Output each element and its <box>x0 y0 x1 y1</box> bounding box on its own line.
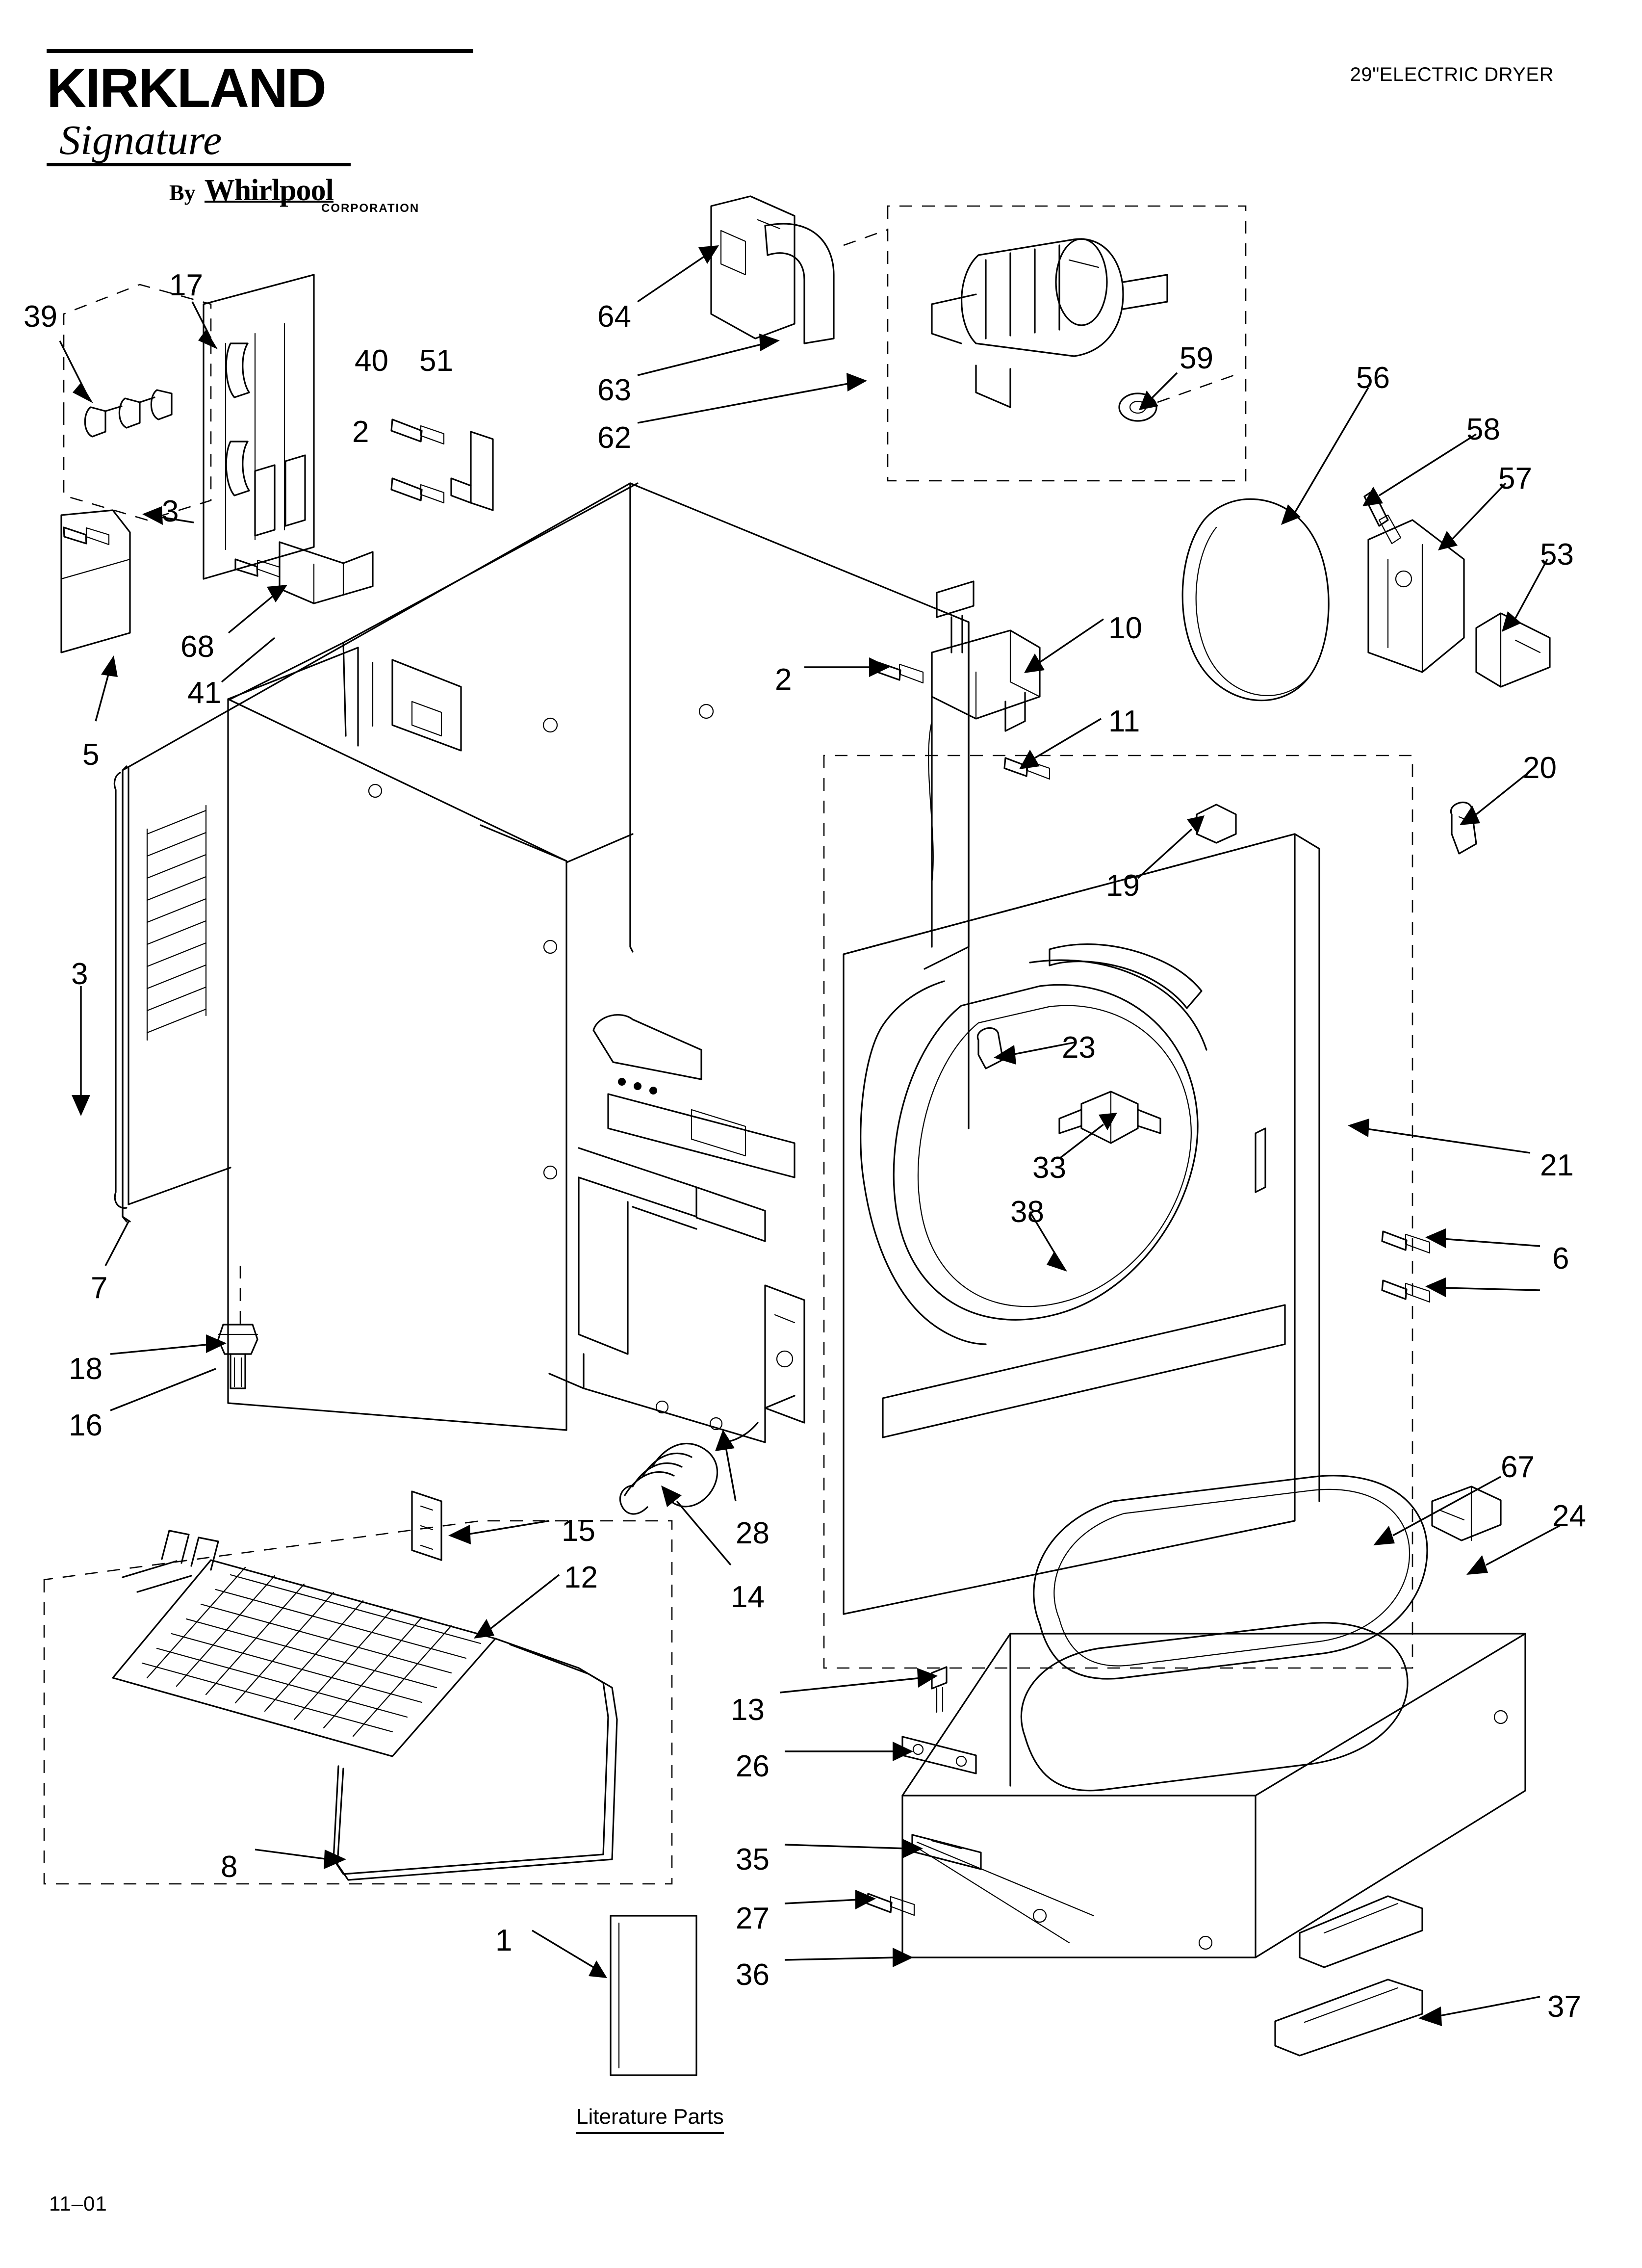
callout-number: 12 <box>564 1561 598 1594</box>
callout-number: 57 <box>1498 462 1532 495</box>
base-assembly <box>866 1475 1526 2057</box>
callout-number: 6 <box>1552 1242 1569 1276</box>
callout-number: 5 <box>82 738 100 772</box>
callout-number: 8 <box>221 1850 238 1884</box>
brand-top-rule <box>47 49 473 53</box>
callout-number: 68 <box>180 630 214 664</box>
thermostat-assembly <box>876 580 1051 780</box>
brand-logo: KIRKLAND Signature By Whirlpool CORPORAT… <box>47 49 537 215</box>
callout-number: 67 <box>1501 1450 1535 1484</box>
callout-number: 36 <box>736 1958 770 1992</box>
callout-number: 2 <box>352 415 369 449</box>
callout-number: 53 <box>1540 538 1574 572</box>
page-code: 11–01 <box>49 2192 107 2215</box>
brand-corporation-text: CORPORATION <box>321 202 420 215</box>
callout-number: 19 <box>1106 869 1140 903</box>
page-title: 29"ELECTRIC DRYER <box>1350 64 1554 85</box>
callout-number: 17 <box>169 268 203 302</box>
callout-number: 10 <box>1108 611 1142 645</box>
callout-number: 14 <box>731 1580 765 1614</box>
callout-number: 63 <box>597 373 631 407</box>
literature-part <box>610 1915 697 2076</box>
callout-number: 13 <box>731 1693 765 1727</box>
callout-number: 23 <box>1062 1031 1096 1065</box>
callout-number: 35 <box>736 1843 770 1877</box>
callout-number: 18 <box>69 1352 103 1386</box>
callout-number: 3 <box>71 957 88 991</box>
callout-number: 24 <box>1552 1499 1586 1533</box>
callout-number: 15 <box>562 1514 595 1548</box>
callout-number: 21 <box>1540 1148 1574 1182</box>
callout-number: 59 <box>1180 341 1213 375</box>
callout-number: 27 <box>736 1902 770 1935</box>
leveling-leg <box>217 1266 258 1389</box>
belt-and-brackets <box>1181 490 1551 702</box>
callout-number: 56 <box>1356 361 1390 395</box>
callout-number: 20 <box>1523 751 1557 785</box>
callout-number: 40 <box>355 344 388 378</box>
callout-number: 39 <box>24 300 57 334</box>
brand-by-text: By <box>169 180 196 205</box>
callout-number: 28 <box>736 1516 770 1550</box>
cabinet-shell <box>113 482 970 1443</box>
heater-assembly <box>43 1490 673 1885</box>
callout-number: 26 <box>736 1749 770 1783</box>
callout-leaders <box>59 245 1560 2026</box>
brand-kirkland-text: KIRKLAND <box>47 57 327 119</box>
brand-signature-text: Signature <box>59 116 222 163</box>
callout-number: 11 <box>1108 704 1140 738</box>
callout-number: 64 <box>597 300 631 334</box>
front-panel-assembly <box>823 755 1477 1669</box>
callout-number: 38 <box>1010 1195 1044 1229</box>
callout-number: 41 <box>187 676 221 710</box>
control-bracket-assembly <box>60 274 494 653</box>
callout-number: 3 <box>162 495 179 528</box>
callout-number: 16 <box>69 1408 103 1442</box>
callout-number: 1 <box>495 1924 513 1957</box>
callout-number: 7 <box>91 1271 108 1305</box>
motor-assembly <box>710 195 1247 482</box>
callout-number: 62 <box>597 421 631 455</box>
callout-number: 37 <box>1547 1990 1581 2024</box>
spring-bracket-assembly <box>619 1284 805 1515</box>
literature-parts-label: Literature Parts <box>576 2105 724 2134</box>
callout-number: 51 <box>419 344 453 378</box>
callout-number: 2 <box>775 663 792 697</box>
callout-number: 33 <box>1032 1151 1066 1185</box>
callout-number: 58 <box>1466 413 1500 446</box>
brand-whirlpool-text: Whirlpool <box>204 174 334 207</box>
brand-bottom-rule <box>47 163 351 166</box>
brand-by-line: By Whirlpool <box>169 175 537 206</box>
